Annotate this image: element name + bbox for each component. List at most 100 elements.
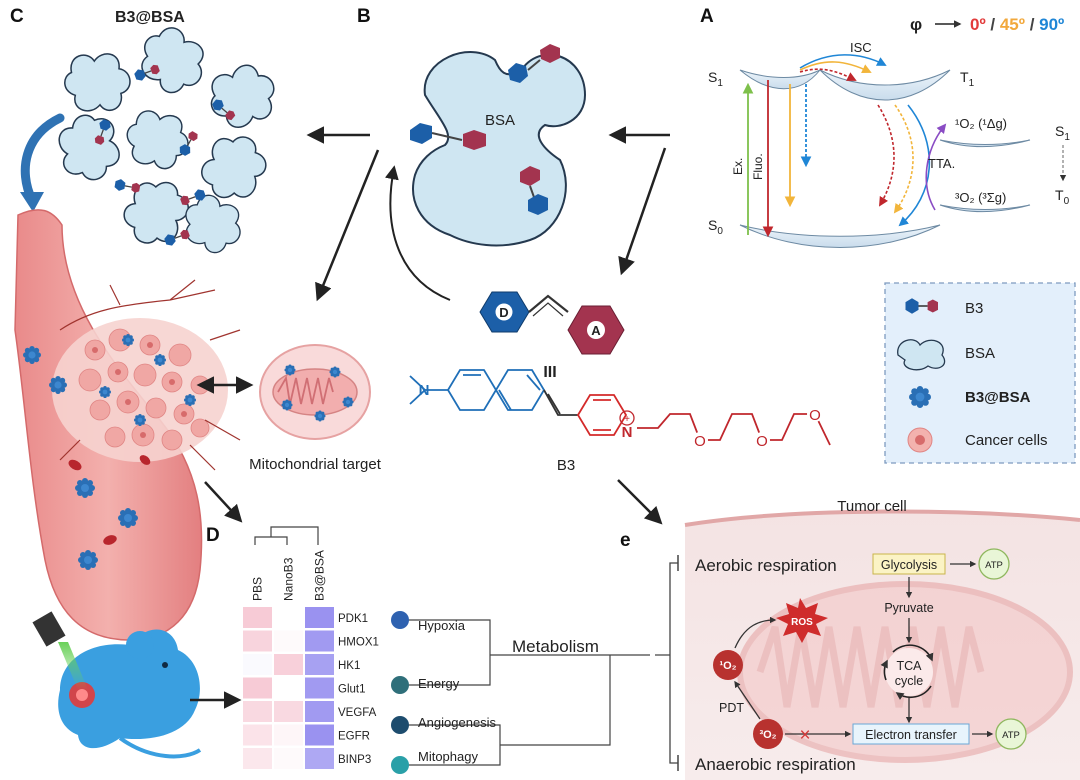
triplet-decay-arrows [877, 104, 947, 227]
isc-arrows [799, 54, 887, 81]
heatmap-cell [274, 654, 303, 675]
panel-label-d: D [206, 525, 220, 546]
heatmap-cell [243, 607, 272, 628]
level-t1: T1 [960, 69, 975, 89]
atp-label-bottom: ATP [1002, 730, 1020, 741]
level-s0: S0 [708, 217, 723, 237]
panel-label-e: e [620, 530, 631, 551]
blocked-cross: × [799, 725, 810, 746]
donor-label: D [499, 305, 508, 320]
tumor-cell-title: Tumor cell [837, 498, 906, 515]
tca-line-1: TCA [897, 659, 923, 673]
heatmap-gene-egfr: EGFR [338, 731, 370, 743]
pdt-label: PDT [719, 701, 744, 715]
b3-chemical-structure [409, 369, 831, 446]
heatmap-cell [305, 654, 334, 675]
heatmap-cell [274, 701, 303, 722]
mitochondrial-target-label: Mitochondrial target [249, 456, 382, 473]
b3-molecules-in-bsa [410, 44, 560, 215]
b3-label: B3 [557, 457, 575, 474]
positive-charge: + [624, 414, 630, 425]
tca-cycle [880, 644, 934, 700]
heatmap-cell [305, 724, 334, 746]
heatmap-cell [274, 724, 303, 746]
mouse-illustration [32, 611, 202, 759]
pathway-angiogenesis: Angiogenesis [418, 715, 497, 730]
ros-label: ROS [791, 617, 813, 628]
heatmap-cell [243, 654, 272, 675]
atp-label-top: ATP [985, 560, 1003, 571]
heatmap-cell [274, 630, 303, 652]
heatmap-cell [305, 630, 334, 652]
curved-blue-arrow [20, 113, 65, 205]
heatmap-cell [305, 701, 334, 722]
electron-transfer-label: Electron transfer [865, 728, 957, 742]
heatmap-cell [243, 701, 272, 722]
heatmap-column-nanob3: NanoB3 [282, 557, 296, 601]
ex-label: Ex. [731, 158, 745, 175]
anaerobic-respiration-label: Anaerobic respiration [695, 755, 856, 774]
pyruvate-label: Pyruvate [884, 601, 933, 615]
isc-label: ISC [850, 40, 872, 55]
pathway-dot-energy [391, 676, 409, 694]
metabolism-label: Metabolism [512, 637, 599, 656]
pathway-hypoxia: Hypoxia [418, 618, 466, 633]
pyridinium-nitrogen-label: N [622, 424, 633, 441]
heatmap-gene-glut1: Glut1 [338, 684, 366, 696]
legend-label-cancer-cells: Cancer cells [965, 432, 1048, 449]
pathway-dot-mitophagy [391, 756, 409, 774]
amine-nitrogen-label: N [419, 382, 430, 399]
pathway-dot-angiogenesis [391, 716, 409, 734]
heatmap-cell [243, 748, 272, 769]
arrow-to-mito [315, 149, 380, 302]
legend-label-b3bsa: B3@BSA [965, 389, 1031, 406]
heatmap-gene-binp3: BINP3 [338, 754, 371, 766]
level-right-t0: T0 [1055, 187, 1070, 207]
angle-90: 90º [1039, 15, 1064, 34]
atp-circle-top [978, 548, 1010, 580]
triplet-oxygen-text: ³O₂ [759, 729, 776, 741]
heatmap-cell [274, 677, 303, 699]
glycolysis-box [872, 553, 946, 575]
bsa-protein-large [412, 51, 587, 247]
heatmap-cell [274, 748, 303, 769]
pathway-dots [391, 611, 409, 774]
angle-0: 0º [970, 15, 986, 34]
angle-45: 45º [1000, 15, 1025, 34]
tumor-tissue [52, 279, 241, 471]
heatmap-cell [305, 677, 334, 699]
heatmap-cells [243, 607, 334, 769]
oxygen-atoms: O O O [692, 406, 823, 450]
level-right-s1: S1 [1055, 123, 1070, 143]
tumor-cell-membrane [684, 509, 1080, 527]
legend-cancer-cell-icon [907, 427, 933, 453]
ros-burst [776, 598, 828, 643]
heatmap-cell [305, 748, 334, 769]
acceptor-label: A [591, 323, 601, 338]
energy-levels [739, 69, 1031, 248]
mitochondrion-illustration [259, 344, 371, 440]
tta-label: TTA. [928, 156, 955, 171]
pathway-mitophagy: Mitophagy [418, 749, 478, 764]
heatmap-cell [243, 677, 272, 699]
b3bsa-cluster-illustration [54, 17, 284, 262]
triplet-oxygen-label: ³O₂ (³Σg) [955, 190, 1006, 205]
pathway-dot-hypoxia [391, 611, 409, 629]
arrow-to-da [618, 147, 667, 276]
legend-label-b3: B3 [965, 300, 983, 317]
svg-text:O: O [756, 433, 768, 450]
singlet-oxygen-label: ¹O₂ (¹Δg) [955, 116, 1007, 131]
arrow-b3-to-e [617, 479, 663, 525]
legend-bsa-icon [897, 339, 946, 371]
heatmap-cell [243, 630, 272, 652]
donor-acceptor-scheme: D A [479, 291, 625, 355]
phi-symbol: φ [910, 15, 922, 34]
panel-label-b: B [357, 6, 371, 27]
heatmap-gene-pdk1: PDK1 [338, 613, 368, 625]
fluo-label: Fluo. [751, 153, 765, 180]
level-s1: S1 [708, 69, 723, 89]
pathway-energy: Energy [418, 676, 460, 691]
heatmap-cell [274, 607, 303, 628]
arrow-singlet-to-ros [734, 616, 777, 649]
